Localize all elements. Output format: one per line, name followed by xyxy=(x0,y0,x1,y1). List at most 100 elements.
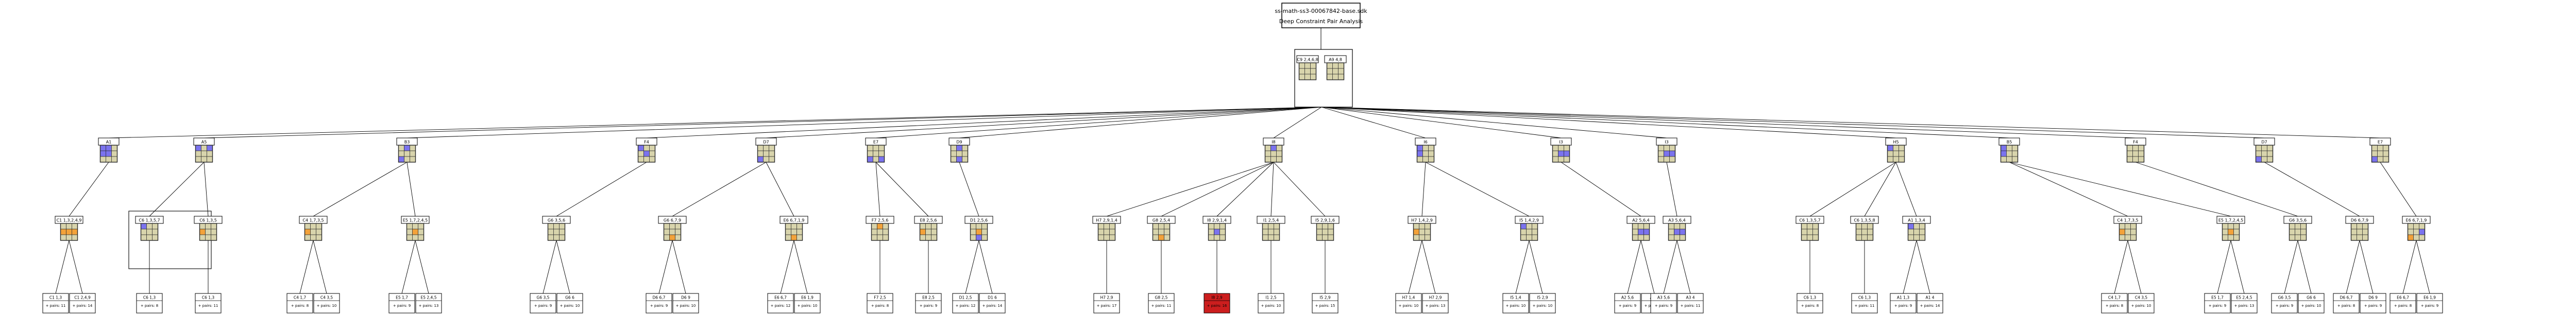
grid-cell xyxy=(867,156,873,163)
grid-cell xyxy=(1856,234,1862,241)
leaf-title: A1 1,3 xyxy=(1897,296,1909,300)
level2-node-grid xyxy=(970,223,988,241)
level2-node: H7 1,4,2,9 xyxy=(1408,216,1436,224)
grid-cell xyxy=(207,145,213,151)
leaf-box xyxy=(915,293,942,314)
leaf-box xyxy=(2298,293,2325,314)
level2-node-grid xyxy=(304,223,323,241)
edge xyxy=(793,240,808,294)
edge xyxy=(2230,240,2245,294)
grid-cell xyxy=(2001,150,2007,157)
level2-node: C6 1,3,5,7 xyxy=(1795,216,1824,224)
grid-cell xyxy=(1332,74,1338,80)
level2-node-grid xyxy=(406,223,425,241)
edge xyxy=(2264,162,2360,217)
grid-cell xyxy=(1680,234,1686,241)
edge xyxy=(1321,107,1667,138)
grid-cell xyxy=(1807,223,1813,230)
edge xyxy=(1676,240,1691,294)
leaf-title: D6 9 xyxy=(681,296,690,300)
grid-cell xyxy=(867,145,873,151)
leaf-box xyxy=(2101,293,2128,314)
leaf-box xyxy=(556,293,583,314)
edge xyxy=(646,107,1322,138)
leaf-box xyxy=(867,293,893,314)
grid-border xyxy=(1520,223,1538,241)
grid-cell xyxy=(412,234,418,241)
grid-cell xyxy=(2267,156,2273,163)
grid-cell xyxy=(1856,229,1862,235)
leaf-title: C6 1,3 xyxy=(1858,296,1871,300)
grid-cell xyxy=(931,229,937,235)
grid-cell xyxy=(970,223,976,230)
level2-node-grid xyxy=(199,223,217,241)
grid-border xyxy=(2407,223,2426,241)
grid-cell xyxy=(1262,229,1268,235)
grid-cell xyxy=(951,150,957,157)
level2-node: A2 5,6,4 xyxy=(1626,216,1655,224)
level2-node: I8 2,9,1,4 xyxy=(1202,216,1231,224)
grid-cell xyxy=(1219,223,1226,230)
leaf-node: C6 1,3+ pairs: 11 xyxy=(195,293,222,314)
leaf-box xyxy=(2389,293,2416,314)
node-label: I1 2,5,4 xyxy=(1263,218,1279,223)
leaf-node: I5 2,9+ pairs: 15 xyxy=(1312,293,1338,314)
grid-border xyxy=(2350,223,2369,241)
grid-cell xyxy=(195,145,201,151)
grid-cell xyxy=(1422,156,1429,163)
level1-node-grid xyxy=(2126,145,2145,163)
grid-cell xyxy=(1425,234,1431,241)
leaf-box xyxy=(672,293,699,314)
grid-border xyxy=(757,145,775,163)
leaf-box xyxy=(794,293,821,314)
leaf-node: E6 6,7+ pairs: 8 xyxy=(2389,293,2416,314)
grid-cell xyxy=(1338,62,1344,69)
leaf-box xyxy=(1422,293,1449,314)
grid-cell xyxy=(1658,145,1664,151)
grid-cell xyxy=(2125,234,2131,241)
grid-cell xyxy=(211,229,217,235)
leaf-box xyxy=(1204,293,1230,314)
grid-cell xyxy=(2127,156,2133,163)
level2-node: F7 2,5,6 xyxy=(866,216,894,224)
grid-cell xyxy=(1268,234,1274,241)
level2-node-grid xyxy=(1668,223,1686,241)
edge xyxy=(556,162,647,217)
leaf-box xyxy=(646,293,672,314)
leaf-title: E5 1,7 xyxy=(2211,296,2224,300)
edge xyxy=(2135,162,2298,217)
leaf-node-conflict: I8 2,9+ pairs: 16 xyxy=(1204,293,1230,314)
grid-cell xyxy=(418,234,424,241)
leaf-pairs: + pairs: 16 xyxy=(1207,304,1227,308)
grid-cell xyxy=(1299,62,1305,69)
leaf-pairs: + pairs: 13 xyxy=(419,304,439,308)
leaf-node: G6 3,5+ pairs: 9 xyxy=(530,293,556,314)
leaf-pairs: + pairs: 14 xyxy=(982,304,1003,308)
grid-border xyxy=(1316,223,1334,241)
leaf-title: C1 1,3 xyxy=(49,296,62,300)
edge xyxy=(1321,107,1896,138)
grid-border xyxy=(1264,145,1283,163)
level2-node: C4 1,7,3,5 xyxy=(299,216,328,224)
leaf-node: A2 5,6+ pairs: 9 xyxy=(1614,293,1641,314)
level2-node-grid xyxy=(2407,223,2426,241)
leaf-title: C4 3,5 xyxy=(320,296,333,300)
grid-cell xyxy=(1919,223,1925,230)
leaf-box xyxy=(1614,293,1641,314)
leaf-pairs: + pairs: 11 xyxy=(46,304,66,308)
level2-node: D1 2,5,6 xyxy=(964,216,993,224)
leaf-box xyxy=(1677,293,1704,314)
grid-border xyxy=(304,223,323,241)
level1-node-grid xyxy=(757,145,775,163)
grid-cell xyxy=(1632,223,1638,230)
leaf-node: G8 2,5+ pairs: 11 xyxy=(1148,293,1175,314)
leaf-box xyxy=(2360,293,2386,314)
grid-cell xyxy=(106,156,112,163)
grid-cell xyxy=(956,156,962,163)
grid-cell xyxy=(664,234,670,241)
node-label: C6 1,3,5,7 xyxy=(139,218,160,223)
grid-cell xyxy=(2371,150,2378,157)
level2-node-grid xyxy=(1520,223,1538,241)
edge xyxy=(672,240,686,294)
grid-cell xyxy=(643,145,650,151)
